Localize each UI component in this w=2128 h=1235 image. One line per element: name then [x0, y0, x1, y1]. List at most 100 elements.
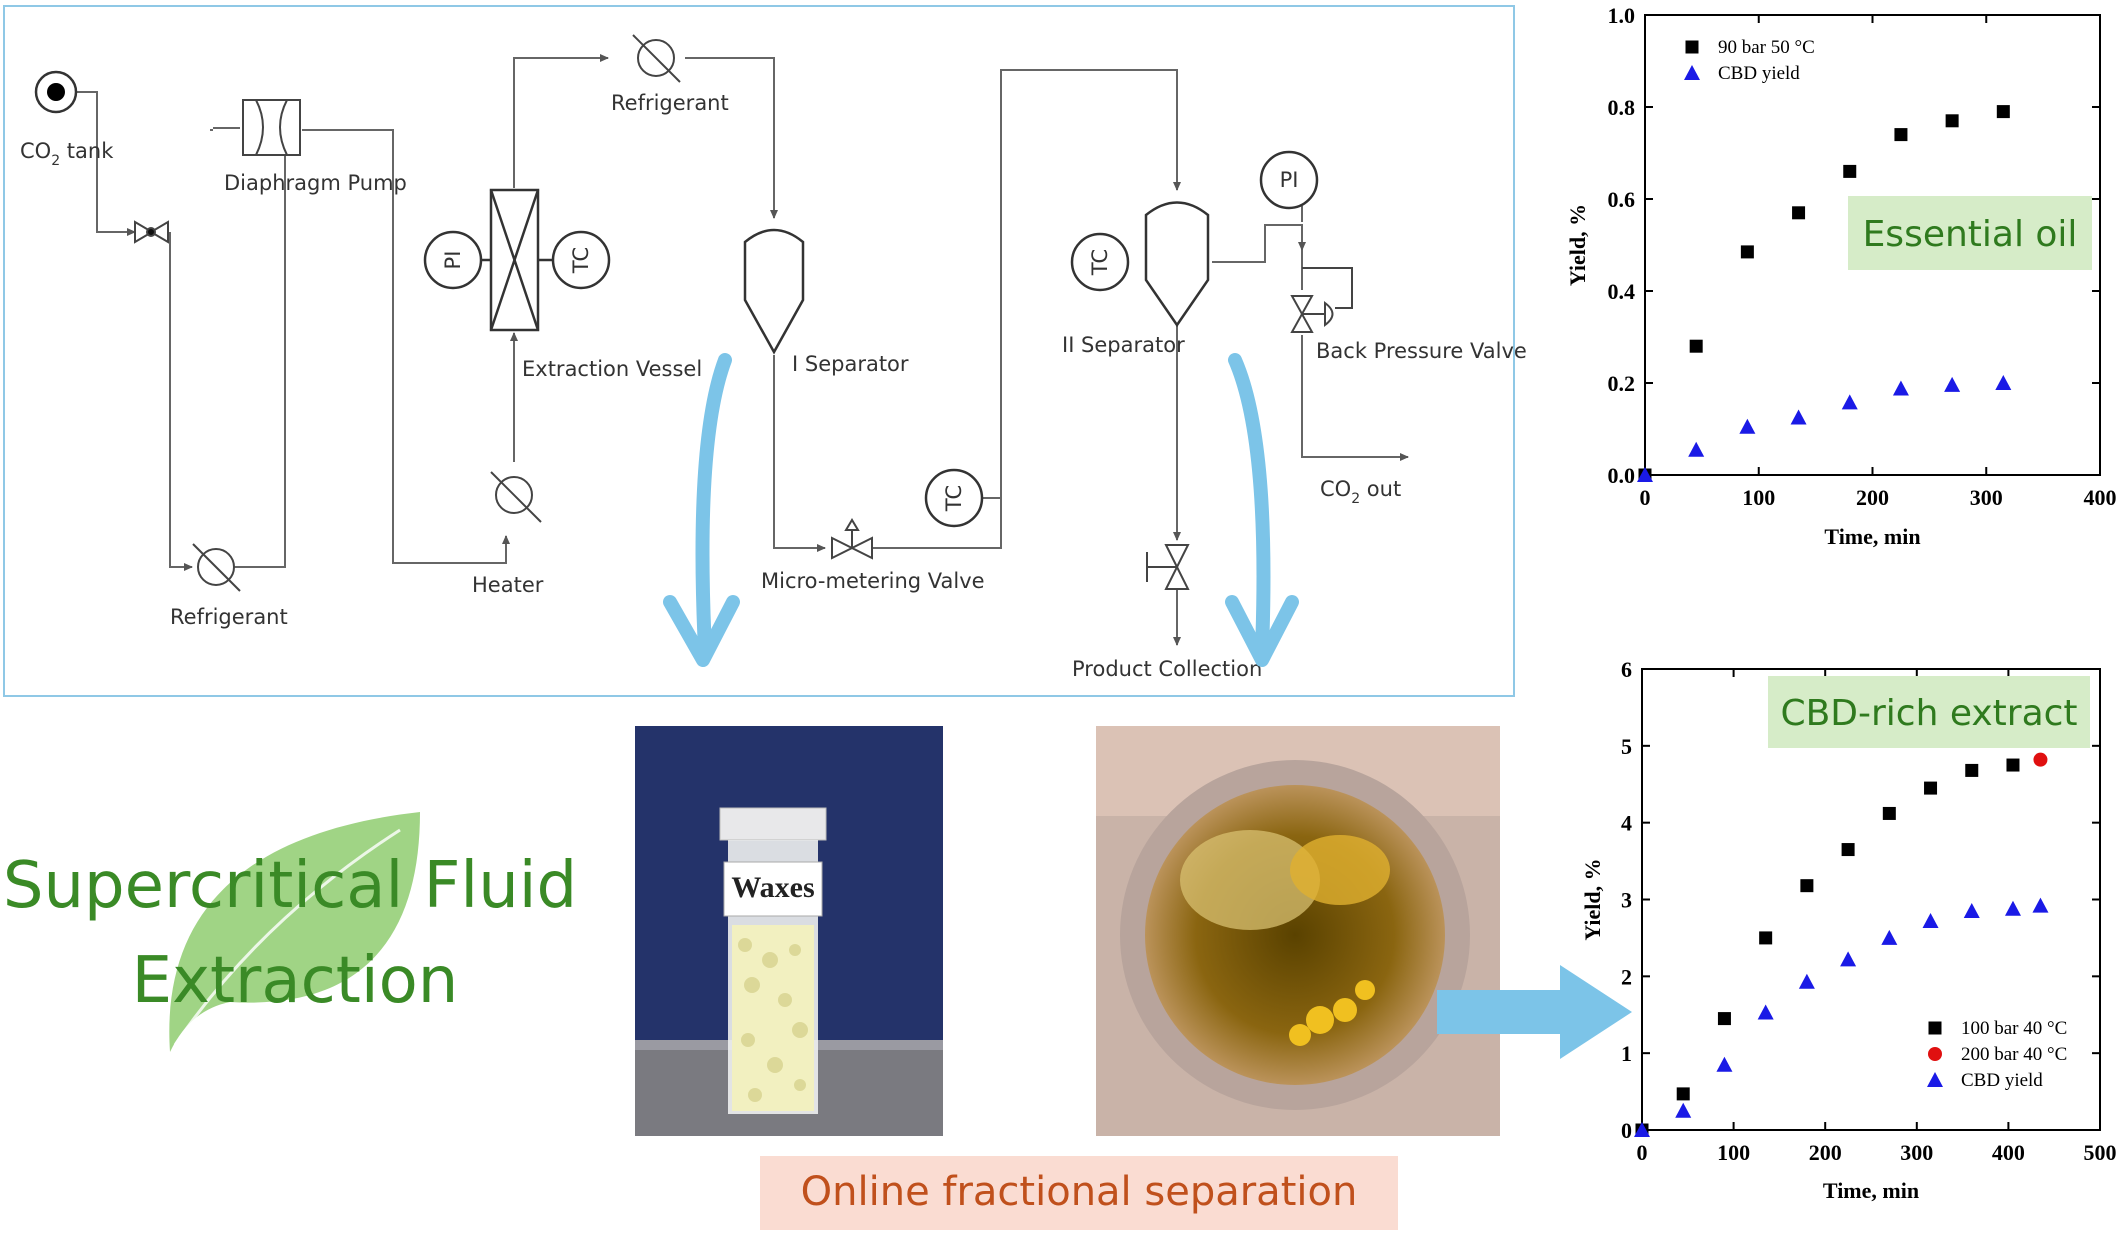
product-valve-icon	[1146, 544, 1190, 590]
chart-badge-label: Essential oil	[1863, 214, 2078, 255]
flow-arrow-right	[1225, 353, 1299, 667]
y-tick-label: 0.6	[1608, 187, 1636, 212]
data-point	[1841, 394, 1858, 410]
back-pressure-valve-label: Back Pressure Valve	[1316, 339, 1527, 363]
co2-tank-label: CO2 tank	[20, 139, 114, 169]
y-tick-label: 0.2	[1608, 371, 1636, 396]
data-point	[1840, 951, 1857, 967]
data-point	[1841, 843, 1855, 857]
waxes-photo-label: Waxes	[731, 871, 814, 904]
x-tick-label: 400	[2084, 485, 2117, 510]
data-point	[1759, 931, 1773, 945]
temperature-controller-2-icon: TC	[1070, 232, 1130, 292]
caption-box: Online fractional separation	[760, 1156, 1398, 1230]
data-point	[2004, 900, 2021, 916]
svg-text:PI: PI	[441, 251, 465, 270]
data-point	[1922, 913, 1939, 929]
data-point	[1995, 375, 2012, 390]
title-line-1: Supercritical Fluid	[3, 849, 577, 923]
flow-arrow-left	[663, 353, 740, 667]
y-tick-label: 2	[1621, 964, 1632, 989]
svg-text:PI: PI	[1280, 168, 1299, 192]
legend-label: 90 bar 50 °C	[1718, 37, 1815, 58]
chart-badge	[1848, 196, 2092, 270]
x-tick-label: 0	[1637, 1140, 1648, 1165]
legend-marker	[1684, 65, 1700, 80]
data-point	[1881, 929, 1898, 945]
legend-marker	[1685, 40, 1699, 54]
data-point	[2032, 897, 2049, 913]
y-tick-label: 0.0	[1608, 463, 1636, 488]
y-tick-label: 0	[1621, 1118, 1632, 1143]
x-axis-title: Time, min	[1823, 1178, 1919, 1203]
micro-metering-valve-icon	[831, 518, 873, 560]
back-pressure-valve-icon	[1290, 267, 1353, 333]
diaphragm-pump-label: Diaphragm Pump	[224, 171, 407, 195]
refrigerant-bottom-icon	[192, 543, 241, 592]
svg-text:TC: TC	[1088, 249, 1112, 276]
data-point	[1945, 114, 1959, 128]
x-tick-label: 400	[1992, 1140, 2025, 1165]
data-point	[1634, 1122, 1650, 1137]
data-point	[2006, 758, 2020, 772]
refrigerant-top-label: Refrigerant	[611, 91, 729, 115]
legend-label: 100 bar 40 °C	[1961, 1018, 2067, 1039]
data-point	[1740, 245, 1754, 259]
refrigerant-bottom-label: Refrigerant	[170, 605, 288, 629]
data-point	[1996, 105, 2010, 119]
diaphragm-pump-icon	[242, 99, 301, 156]
legend-label: CBD yield	[1718, 63, 1800, 84]
inlet-valve-icon	[134, 220, 169, 244]
temperature-controller-3-icon: TC	[924, 468, 984, 528]
data-point	[1790, 409, 1807, 425]
leaf-icon	[169, 812, 420, 1052]
product-collection-label: Product Collection	[1072, 657, 1262, 681]
title-block: Supercritical Fluid Extraction	[3, 812, 577, 1052]
legend-label: 200 bar 40 °C	[1961, 1044, 2067, 1065]
legend-marker	[1928, 1047, 1942, 1061]
y-tick-label: 1.0	[1608, 3, 1636, 28]
x-tick-label: 300	[1900, 1140, 1933, 1165]
chart-badge-label: CBD-rich extract	[1780, 693, 2077, 734]
co2-tank-icon	[34, 70, 78, 114]
y-axis-title: Yield, %	[1565, 204, 1590, 286]
extraction-vessel-icon	[470, 188, 553, 332]
legend-marker	[1927, 1072, 1943, 1087]
extract-photo	[1096, 726, 1500, 1136]
separator-1-label: I Separator	[792, 352, 909, 376]
svg-text:TC: TC	[942, 485, 966, 512]
title-line-2: Extraction	[132, 944, 459, 1018]
data-point	[1965, 763, 1979, 777]
data-point	[1675, 1102, 1692, 1118]
data-point	[1689, 339, 1703, 353]
y-tick-label: 0.4	[1608, 279, 1636, 304]
y-tick-label: 5	[1621, 734, 1632, 759]
x-tick-label: 100	[1742, 485, 1775, 510]
chart-badge	[1768, 676, 2090, 748]
legend-label: CBD yield	[1961, 1070, 2043, 1091]
extraction-vessel-label: Extraction Vessel	[522, 357, 702, 381]
heater-label: Heater	[472, 573, 544, 597]
data-point	[1892, 380, 1909, 396]
data-point	[1792, 206, 1806, 220]
data-point	[2033, 752, 2048, 767]
x-tick-label: 100	[1717, 1140, 1750, 1165]
co2-out-label: CO2 out	[1320, 477, 1401, 507]
process-flow-diagram: CO2 tank Diaphragm Pump Refrigerant Refr…	[3, 5, 1527, 697]
data-point	[1739, 418, 1756, 434]
y-tick-label: 1	[1621, 1041, 1632, 1066]
waxes-photo: Waxes	[635, 726, 943, 1136]
y-tick-label: 3	[1621, 888, 1632, 913]
caption-text: Online fractional separation	[801, 1169, 1358, 1215]
separator-1-icon	[743, 228, 805, 355]
piping	[57, 54, 1409, 646]
data-point	[1676, 1087, 1690, 1101]
data-point	[1843, 164, 1857, 178]
refrigerant-top-icon	[632, 34, 681, 83]
data-point	[1716, 1056, 1733, 1072]
x-tick-label: 200	[1856, 485, 1889, 510]
